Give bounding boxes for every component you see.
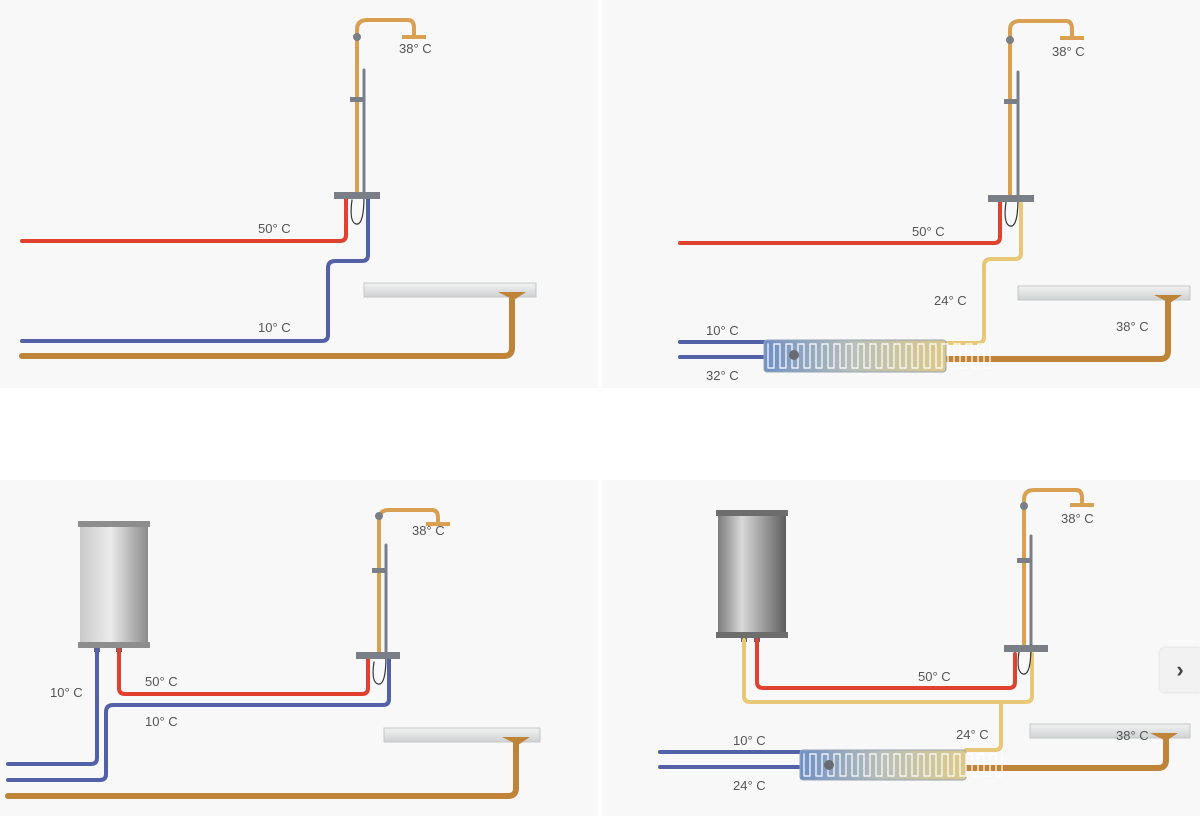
hand-shower-icon	[350, 68, 366, 225]
hot-water-pipe	[117, 648, 370, 696]
cold-water-pipe	[20, 196, 370, 343]
diagram-3	[5, 508, 541, 799]
shower-tray	[363, 282, 537, 300]
heat-exchanger	[799, 749, 1003, 781]
hot-temp-label: 50° C	[258, 221, 291, 236]
hand-shower-icon	[372, 543, 388, 685]
shower-temp-label: 38° C	[1052, 44, 1085, 59]
preheated-temp-label: 24° C	[956, 727, 989, 742]
water-heater-tank	[78, 521, 150, 652]
diagram-4	[658, 488, 1191, 781]
hot-temp-label: 50° C	[145, 674, 178, 689]
waste-outlet-temp-label: 24° C	[733, 778, 766, 793]
drain-temp-label: 38° C	[1116, 319, 1149, 334]
cold-supply-pipe	[6, 648, 99, 766]
mixed-water-riser	[1008, 19, 1074, 199]
shower-head-icon	[1006, 36, 1084, 44]
shower-tray	[383, 727, 541, 745]
shower-head-icon	[375, 512, 450, 526]
water-heater-tank	[716, 510, 788, 642]
thermostatic-mixer-valve	[988, 195, 1034, 202]
mixed-water-riser	[355, 18, 416, 197]
preheated-temp-label: 24° C	[934, 293, 967, 308]
preheated-water-pipe	[942, 198, 1023, 345]
shower-temp-label: 38° C	[412, 523, 445, 538]
shower-tray	[1029, 723, 1191, 741]
drain-pipe	[5, 737, 519, 799]
cold-temp-label: 10° C	[145, 714, 178, 729]
thermostatic-mixer-valve	[356, 652, 400, 659]
shower-head-icon	[353, 33, 426, 41]
hand-shower-icon	[1004, 70, 1020, 227]
cold-temp-label: 10° C	[258, 320, 291, 335]
shower-temp-label: 38° C	[1061, 511, 1094, 526]
drain-pipe	[963, 737, 1169, 771]
drain-pipe	[19, 293, 515, 359]
mixed-water-riser	[1022, 488, 1084, 652]
shower-tray	[1017, 285, 1191, 303]
boiler-inlet-temp-label: 10° C	[50, 685, 83, 700]
cold-water-pipe	[6, 656, 391, 782]
shower-head-icon	[1020, 502, 1094, 510]
waste-outlet-temp-label: 32° C	[706, 368, 739, 383]
diagram-2	[678, 19, 1191, 373]
thermostatic-mixer-valve	[1004, 645, 1048, 652]
cold-inlet-temp-label: 10° C	[706, 323, 739, 338]
hot-water-pipe	[20, 196, 348, 243]
drain-pipe	[941, 297, 1171, 362]
thermostatic-mixer-valve	[334, 192, 380, 199]
diagram-1	[19, 18, 537, 359]
chevron-right-icon: ›	[1176, 657, 1184, 682]
hand-shower-icon	[1017, 534, 1033, 675]
hot-water-pipe	[678, 198, 1002, 245]
heat-exchanger	[763, 339, 991, 373]
hot-temp-label: 50° C	[912, 224, 945, 239]
hot-water-pipe	[755, 638, 1017, 690]
diagram-panel-2	[602, 0, 1200, 388]
hot-temp-label: 50° C	[918, 669, 951, 684]
shower-temp-label: 38° C	[399, 41, 432, 56]
diagram-panel-1	[0, 0, 598, 388]
drain-temp-label: 38° C	[1116, 728, 1149, 743]
preheated-water-pipe	[742, 638, 1034, 752]
cold-inlet-temp-label: 10° C	[733, 733, 766, 748]
next-slide-button[interactable]: ›	[1160, 648, 1200, 692]
